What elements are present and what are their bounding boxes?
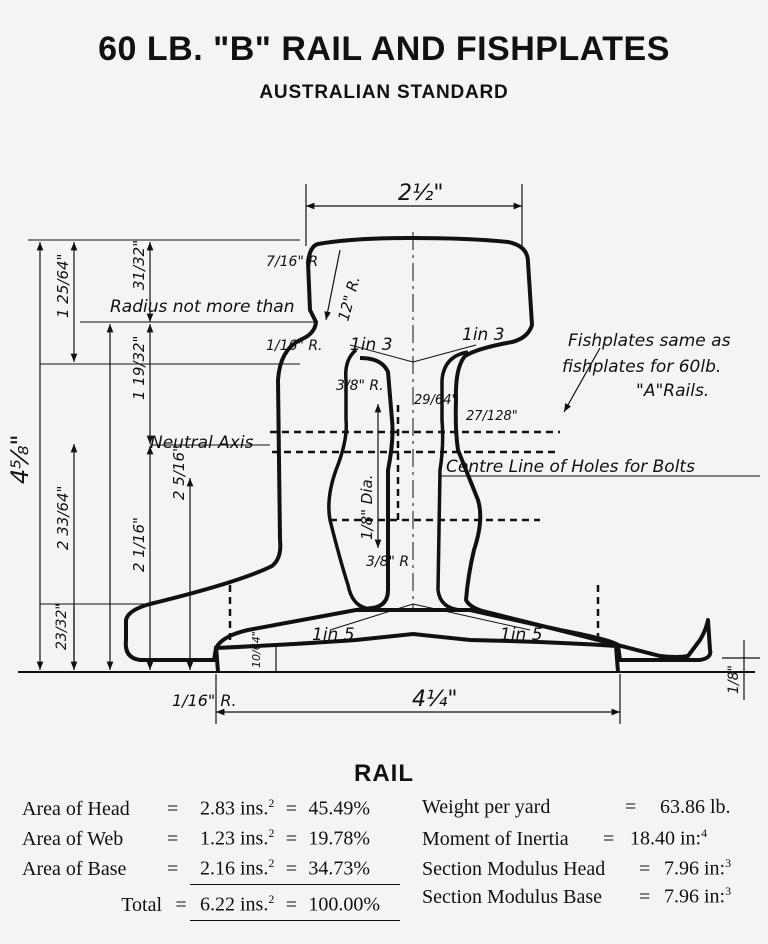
area-base-row: Area of Base = 2.16 ins.2 = 34.73% bbox=[22, 856, 370, 881]
label-hole-dia: 1/8" Dia. bbox=[358, 475, 376, 541]
total-rule-bottom bbox=[190, 920, 400, 921]
rail-heading: RAIL bbox=[354, 760, 414, 787]
total-row: Total = 6.22 ins.2 = 100.00% bbox=[22, 892, 380, 917]
mod-head-eq: = bbox=[639, 857, 651, 880]
label-head-width: 2½" bbox=[398, 181, 443, 206]
area-base-eq2: = bbox=[285, 857, 297, 880]
weight-eq: = bbox=[625, 796, 637, 818]
weight-row: Weight per yard = 63.86 lb. bbox=[422, 796, 731, 819]
label-head-top: 31/32" bbox=[130, 240, 148, 290]
mod-head-value: 7.96 in: bbox=[664, 857, 726, 880]
area-head-row: Area of Head = 2.83 ins.2 = 45.49% bbox=[22, 796, 370, 821]
area-base-pct: 34.73% bbox=[308, 857, 371, 880]
slope-line-top bbox=[349, 344, 414, 363]
rail-outline bbox=[123, 236, 713, 662]
label-overall-height: 4⅝" bbox=[6, 434, 34, 484]
area-base-label: Area of Base bbox=[22, 857, 127, 880]
note-holes: Centre Line of Holes for Bolts bbox=[446, 457, 695, 477]
label-r-head-corner: 7/16" R bbox=[266, 254, 318, 270]
area-base-eq: = bbox=[167, 857, 179, 880]
area-head-eq2: = bbox=[285, 797, 297, 820]
inertia-exp: 4 bbox=[701, 826, 708, 840]
total-rule-top bbox=[190, 884, 400, 885]
area-web-row: Area of Web = 1.23 ins.2 = 19.78% bbox=[22, 826, 370, 851]
total-value: 6.22 ins. bbox=[200, 893, 269, 916]
area-head-eq: = bbox=[167, 797, 179, 820]
fishplate-left bbox=[327, 348, 367, 610]
mod-base-exp: 3 bbox=[725, 884, 732, 898]
label-base-width: 4¼" bbox=[412, 687, 457, 712]
label-r-head-side: 12" R. bbox=[334, 274, 363, 323]
mod-base-label: Section Modulus Base bbox=[422, 885, 602, 908]
area-head-pct: 45.49% bbox=[308, 797, 371, 820]
note-fishplates-1: Fishplates same as bbox=[568, 331, 731, 351]
inertia-row: Moment of Inertia = 18.40 in:4 bbox=[422, 826, 707, 851]
hidden-lines bbox=[228, 405, 600, 640]
label-holes-height: 2 1/16" bbox=[130, 517, 148, 572]
dim-r-head-side bbox=[324, 249, 341, 321]
label-base-thick: 10/64" bbox=[250, 631, 263, 668]
mod-base-value: 7.96 in: bbox=[664, 885, 726, 908]
label-web-thick: 29/64" bbox=[414, 393, 457, 408]
area-web-eq: = bbox=[167, 827, 179, 850]
area-web-pct: 19.78% bbox=[308, 827, 371, 850]
leader-fishplates bbox=[563, 347, 601, 413]
inertia-value: 18.40 in: bbox=[630, 827, 702, 850]
slope-left-bottom: 1in 5 bbox=[312, 625, 355, 645]
area-web-value: 1.23 ins. bbox=[200, 827, 269, 850]
total-exp: 2 bbox=[268, 892, 275, 906]
total-label: Total bbox=[121, 893, 162, 916]
mod-head-exp: 3 bbox=[725, 856, 732, 870]
total-pct: 100.00% bbox=[308, 893, 381, 916]
inertia-label: Moment of Inertia bbox=[422, 827, 569, 850]
area-web-label: Area of Web bbox=[22, 827, 124, 850]
total-eq: = bbox=[175, 893, 187, 916]
label-r-web-top: 3/8" R. bbox=[336, 378, 384, 394]
area-head-exp: 2 bbox=[268, 796, 275, 810]
page-subtitle: AUSTRALIAN STANDARD bbox=[259, 82, 509, 103]
weight-value: 63.86 lb. bbox=[660, 796, 731, 818]
mod-head-row: Section Modulus Head = 7.96 in:3 bbox=[422, 856, 731, 881]
slope-line-bot bbox=[329, 603, 414, 631]
area-head-label: Area of Head bbox=[22, 797, 130, 820]
label-r-web-bottom: 3/8" R bbox=[366, 554, 409, 570]
mod-head-label: Section Modulus Head bbox=[422, 857, 606, 880]
area-base-exp: 2 bbox=[268, 856, 275, 870]
note-radius: Radius not more than bbox=[110, 297, 294, 317]
label-neutral-height: 2 33/64" bbox=[54, 486, 72, 550]
label-web-clear: 27/128" bbox=[466, 409, 518, 424]
area-web-eq2: = bbox=[285, 827, 297, 850]
label-edge-radius: 1/8" bbox=[726, 665, 742, 694]
total-eq2: = bbox=[285, 893, 297, 916]
base-plate bbox=[214, 631, 620, 673]
slope-line-top-r bbox=[412, 344, 477, 363]
fishplate-right bbox=[436, 350, 469, 612]
area-head-value: 2.83 ins. bbox=[200, 797, 269, 820]
mod-base-eq: = bbox=[639, 885, 651, 908]
note-fishplates-3: "A"Rails. bbox=[636, 381, 709, 401]
label-base-edge: 23/32" bbox=[54, 603, 70, 650]
note-fishplates-2: fishplates for 60lb. bbox=[562, 357, 721, 377]
slope-left-top: 1in 3 bbox=[350, 335, 393, 355]
label-to-fishing: 1 19/32" bbox=[130, 336, 148, 400]
slope-line-bot-r bbox=[412, 603, 531, 631]
label-base-radius: 1/16" R. bbox=[172, 691, 237, 710]
mod-base-row: Section Modulus Base = 7.96 in:3 bbox=[422, 884, 731, 909]
area-base-value: 2.16 ins. bbox=[200, 857, 269, 880]
label-r-fillet-head: 1/16" R. bbox=[266, 338, 323, 354]
note-neutral-axis: Neutral Axis bbox=[150, 433, 254, 453]
inertia-eq: = bbox=[603, 827, 615, 850]
slope-right-bottom: 1in 5 bbox=[500, 625, 543, 645]
label-holes-above: 2 5/16" bbox=[170, 445, 188, 500]
page-title: 60 LB. "B" RAIL AND FISHPLATES bbox=[98, 30, 670, 68]
slope-right-top: 1in 3 bbox=[462, 325, 505, 345]
area-web-exp: 2 bbox=[268, 826, 275, 840]
weight-label: Weight per yard bbox=[422, 796, 551, 818]
label-head-depth: 1 25/64" bbox=[54, 254, 72, 318]
